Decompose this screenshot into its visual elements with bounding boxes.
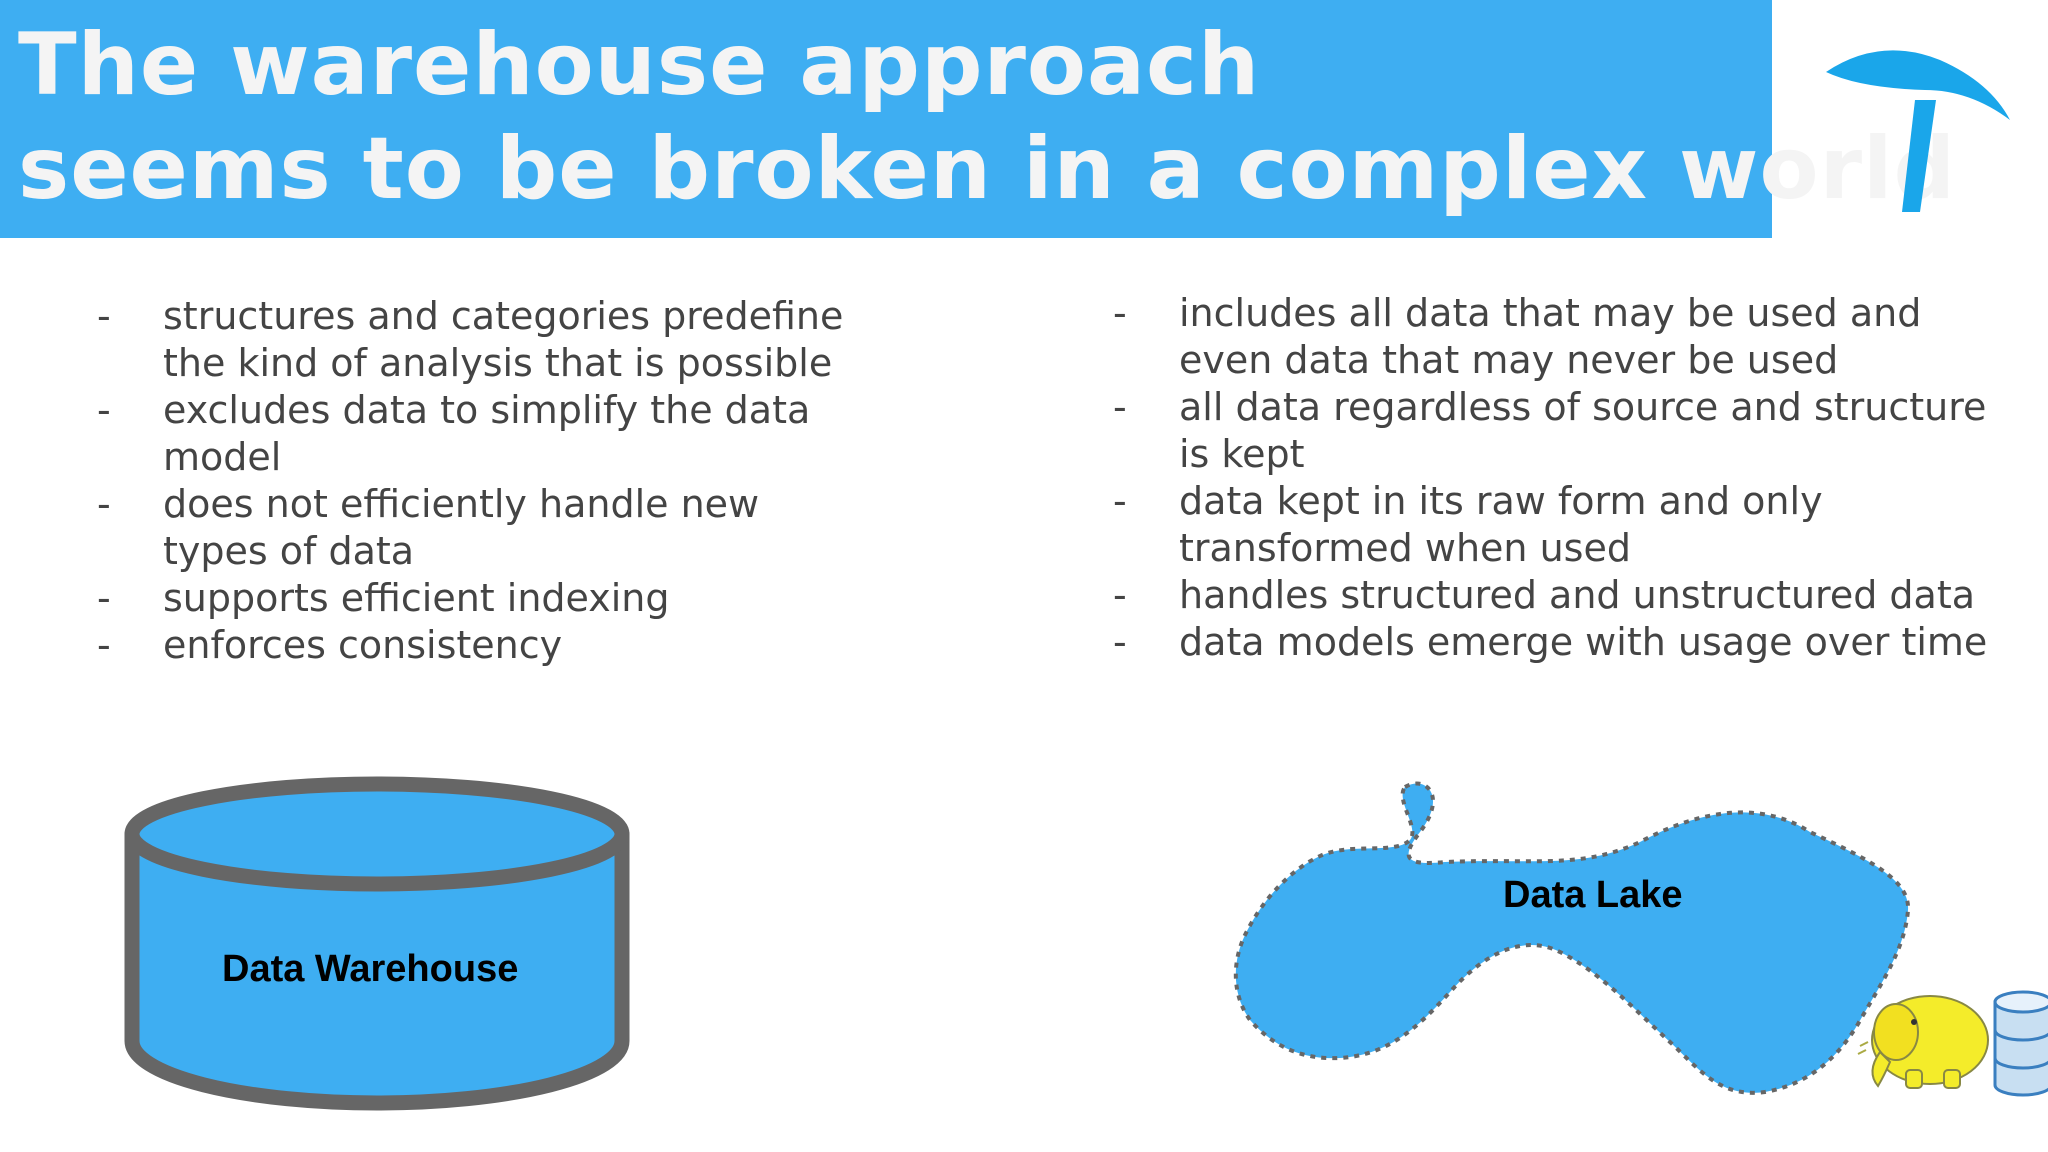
slide-title-line-2: seems to be broken in a complex world bbox=[18, 119, 1957, 219]
list-item: - does not efficiently handle new types o… bbox=[97, 481, 857, 575]
list-marker: - bbox=[97, 576, 111, 620]
warehouse-traits-list: - structures and categories predefine the… bbox=[97, 293, 857, 669]
data-warehouse-label: Data Warehouse bbox=[222, 948, 519, 990]
list-item-text: structures and categories predefine the … bbox=[163, 294, 844, 385]
list-item: - data models emerge with usage over time bbox=[1113, 619, 2013, 666]
list-item: - enforces consistency bbox=[97, 622, 857, 669]
list-item-text: enforces consistency bbox=[163, 623, 563, 667]
warehouse-cylinder bbox=[124, 776, 630, 1111]
list-marker: - bbox=[1113, 620, 1127, 664]
list-marker: - bbox=[97, 294, 111, 338]
list-item: - includes all data that may be used and … bbox=[1113, 290, 2013, 384]
title-banner: The warehouse approach seems to be broke… bbox=[0, 0, 1955, 238]
list-marker: - bbox=[1113, 479, 1127, 523]
umbrella-icon bbox=[1826, 50, 2010, 212]
list-marker: - bbox=[97, 482, 111, 526]
lake-shape bbox=[1233, 781, 1911, 1095]
list-item-text: data kept in its raw form and only trans… bbox=[1179, 479, 1823, 570]
list-marker: - bbox=[1113, 291, 1127, 335]
list-item-text: includes all data that may be used and e… bbox=[1179, 291, 1922, 382]
list-marker: - bbox=[97, 623, 111, 667]
list-item: - excludes data to simplify the data mode… bbox=[97, 387, 857, 481]
lake-traits-list: - includes all data that may be used and … bbox=[1113, 290, 2013, 666]
list-item-text: supports efficient indexing bbox=[163, 576, 670, 620]
list-item: - handles structured and unstructured dat… bbox=[1113, 572, 2013, 619]
list-item-text: does not efficiently handle new types of… bbox=[163, 482, 760, 573]
list-item: - data kept in its raw form and only tran… bbox=[1113, 478, 2013, 572]
list-item-text: data models emerge with usage over time bbox=[1179, 620, 1988, 664]
slide-title-line-1: The warehouse approach bbox=[18, 15, 1261, 115]
list-item: - all data regardless of source and struc… bbox=[1113, 384, 2013, 478]
database-icon bbox=[1993, 990, 2048, 1097]
list-item: - structures and categories predefine the… bbox=[97, 293, 857, 387]
data-lake-label: Data Lake bbox=[1503, 874, 1683, 916]
list-marker: - bbox=[1113, 385, 1127, 429]
list-item: - supports efficient indexing bbox=[97, 575, 857, 622]
list-marker: - bbox=[97, 388, 111, 432]
list-item-text: handles structured and unstructured data bbox=[1179, 573, 1976, 617]
hadoop-elephant-icon bbox=[1857, 995, 1989, 1089]
list-marker: - bbox=[1113, 573, 1127, 617]
list-item-text: excludes data to simplify the data model bbox=[163, 388, 811, 479]
list-item-text: all data regardless of source and struct… bbox=[1179, 385, 1987, 476]
